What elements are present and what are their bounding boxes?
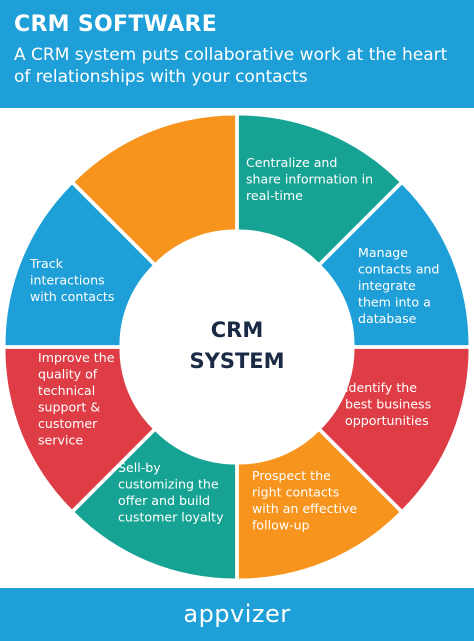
segment-manage-label-line: them into a [358, 295, 431, 310]
center-label-crm: CRM [211, 318, 263, 342]
page-title: CRM SOFTWARE [14, 12, 218, 37]
segment-improve-label-line: Improve the [38, 350, 115, 365]
segment-prospect-wedge [74, 431, 236, 579]
segment-prospect-label-line: with an effective [252, 501, 357, 516]
segment-prospect-label-line: follow-up [252, 518, 310, 533]
segment-identify-label-line: opportunities [345, 413, 429, 428]
header-banner: CRM SOFTWARE A CRM system puts collabora… [0, 0, 474, 108]
segment-track-label-line: with contacts [30, 289, 114, 304]
segment-manage-label-line: contacts and [358, 262, 439, 277]
center-circle [124, 234, 350, 460]
segment-improve-wedge [5, 184, 153, 346]
segment-track-label-line: interactions [30, 273, 105, 288]
segment-manage-wedge [321, 348, 469, 510]
segment-identify-label-line: identify the [345, 380, 417, 395]
segment-prospect-label-line: right contacts [252, 485, 339, 500]
segment-manage-label-line: Manage [358, 245, 408, 260]
segment-sell-by-label-line: customer loyalty [118, 510, 224, 525]
segment-sell-by-wedge [5, 348, 153, 510]
segment-improve-label-line: service [38, 433, 83, 448]
segment-sell-by-label-line: offer and build [118, 493, 210, 508]
crm-cycle-diagram: Analyzesales performancewith a dashboard… [5, 115, 469, 579]
segment-track-label-line: Track [29, 256, 64, 271]
segment-sell-by-label-line: customizing the [118, 477, 219, 492]
segment-centralize-label-line: real-time [246, 188, 303, 203]
segment-improve-label-line: support & [38, 400, 100, 415]
segment-improve-label-line: quality of [38, 367, 98, 382]
segment-centralize-label-line: share information in [246, 172, 373, 187]
segment-manage-label-line: database [358, 311, 417, 326]
segment-improve-label-line: customer [38, 416, 98, 431]
segment-identify-wedge [238, 431, 400, 579]
segment-centralize-wedge [321, 184, 469, 346]
segment-centralize-label-line: Centralize and [246, 155, 337, 170]
segment-track-wedge [74, 115, 236, 263]
footer-banner: appvizer [0, 588, 474, 641]
segment-sell-by-label-line: Sell-by [118, 460, 161, 475]
segment-analyze-wedge [238, 115, 400, 263]
appvizer-logo: appvizer [183, 600, 291, 628]
segment-identify-label-line: best business [345, 397, 431, 412]
center-label-system: SYSTEM [189, 349, 284, 373]
segment-manage-label-line: integrate [358, 278, 416, 293]
page-subtitle: A CRM system puts collaborative work at … [14, 45, 448, 87]
segment-prospect-label-line: Prospect the [252, 468, 331, 483]
segment-improve-label-line: technical [38, 383, 95, 398]
